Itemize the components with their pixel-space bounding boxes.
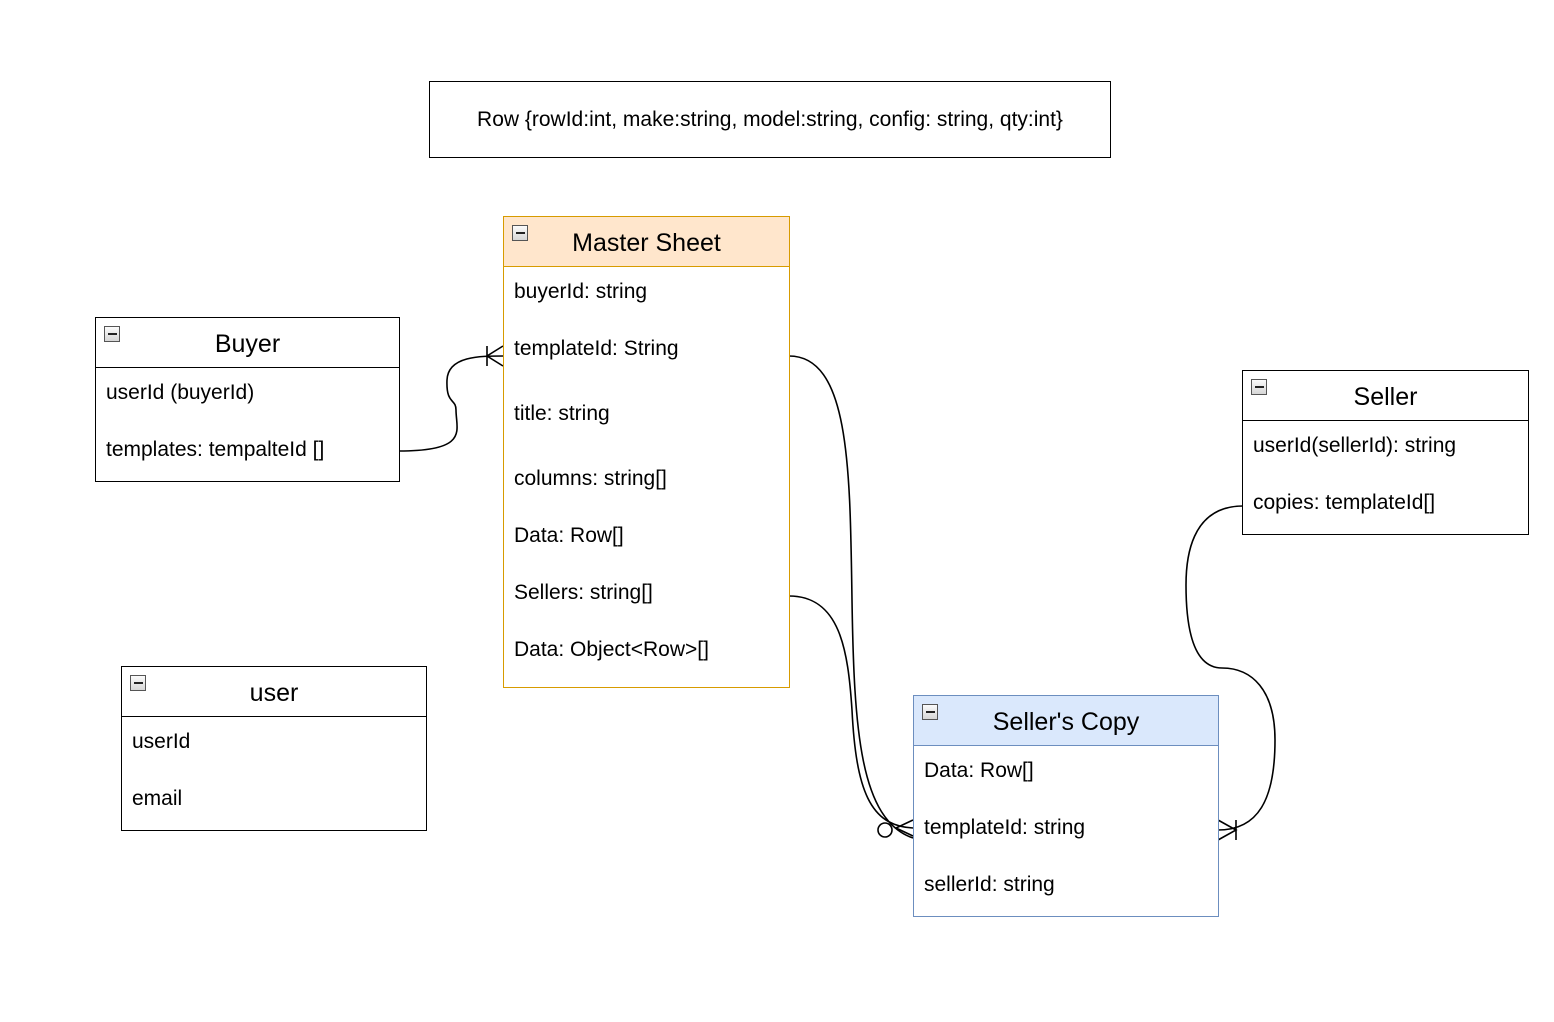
- entity-user[interactable]: user userId email: [121, 666, 427, 831]
- entity-sellers-copy[interactable]: Seller's Copy Data: Row[] templateId: st…: [913, 695, 1219, 917]
- entity-header[interactable]: Seller's Copy: [914, 696, 1218, 746]
- entity-field[interactable]: buyerId: string: [514, 280, 648, 303]
- collapse-icon[interactable]: [104, 326, 120, 342]
- entity-field[interactable]: templateId: String: [514, 337, 679, 360]
- connector-master-sellers-copy[interactable]: [788, 595, 914, 829]
- crowfoot-master-copy: [894, 819, 914, 837]
- entity-header[interactable]: user: [122, 667, 426, 717]
- crowfoot-seller-copy: [1217, 819, 1238, 841]
- entity-field[interactable]: templates: tempalteId []: [106, 438, 325, 461]
- entity-title: Seller: [1353, 383, 1418, 411]
- entity-field[interactable]: userId: [132, 730, 191, 753]
- entity-master-sheet[interactable]: Master Sheet buyerId: string templateId:…: [503, 216, 790, 688]
- entity-title: user: [249, 679, 299, 707]
- connector-buyer-master[interactable]: [398, 355, 504, 452]
- entity-field[interactable]: templateId: string: [924, 816, 1086, 839]
- zero-many-circle: [877, 822, 893, 838]
- entity-field[interactable]: Data: Object<Row>[]: [514, 638, 709, 661]
- entity-field[interactable]: copies: templateId[]: [1253, 491, 1436, 514]
- collapse-icon[interactable]: [1251, 379, 1267, 395]
- entity-field[interactable]: userId (buyerId): [106, 381, 255, 404]
- entity-field[interactable]: sellerId: string: [924, 873, 1055, 896]
- entity-field[interactable]: columns: string[]: [514, 467, 667, 490]
- row-type-note-text: Row {rowId:int, make:string, model:strin…: [477, 107, 1063, 131]
- entity-field[interactable]: email: [132, 787, 183, 810]
- entity-title: Master Sheet: [572, 229, 721, 257]
- collapse-icon[interactable]: [512, 225, 528, 241]
- collapse-icon[interactable]: [922, 704, 938, 720]
- entity-header[interactable]: Master Sheet: [504, 217, 789, 267]
- entity-seller[interactable]: Seller userId(sellerId): string copies: …: [1242, 370, 1529, 535]
- entity-title: Seller's Copy: [992, 708, 1140, 736]
- entity-buyer[interactable]: Buyer userId (buyerId) templates: tempal…: [95, 317, 400, 482]
- entity-field[interactable]: Sellers: string[]: [514, 581, 653, 604]
- entity-field[interactable]: Data: Row[]: [514, 524, 624, 547]
- entity-title: Buyer: [214, 330, 281, 358]
- entity-header[interactable]: Seller: [1243, 371, 1528, 421]
- row-type-note[interactable]: Row {rowId:int, make:string, model:strin…: [429, 81, 1111, 158]
- crowfoot-buyer-master: [485, 345, 504, 367]
- connector-master-templateid-copy[interactable]: [788, 355, 914, 839]
- entity-field[interactable]: title: string: [514, 402, 610, 425]
- entity-field[interactable]: userId(sellerId): string: [1253, 434, 1457, 457]
- entity-header[interactable]: Buyer: [96, 318, 399, 368]
- collapse-icon[interactable]: [130, 675, 146, 691]
- entity-field[interactable]: Data: Row[]: [924, 759, 1034, 782]
